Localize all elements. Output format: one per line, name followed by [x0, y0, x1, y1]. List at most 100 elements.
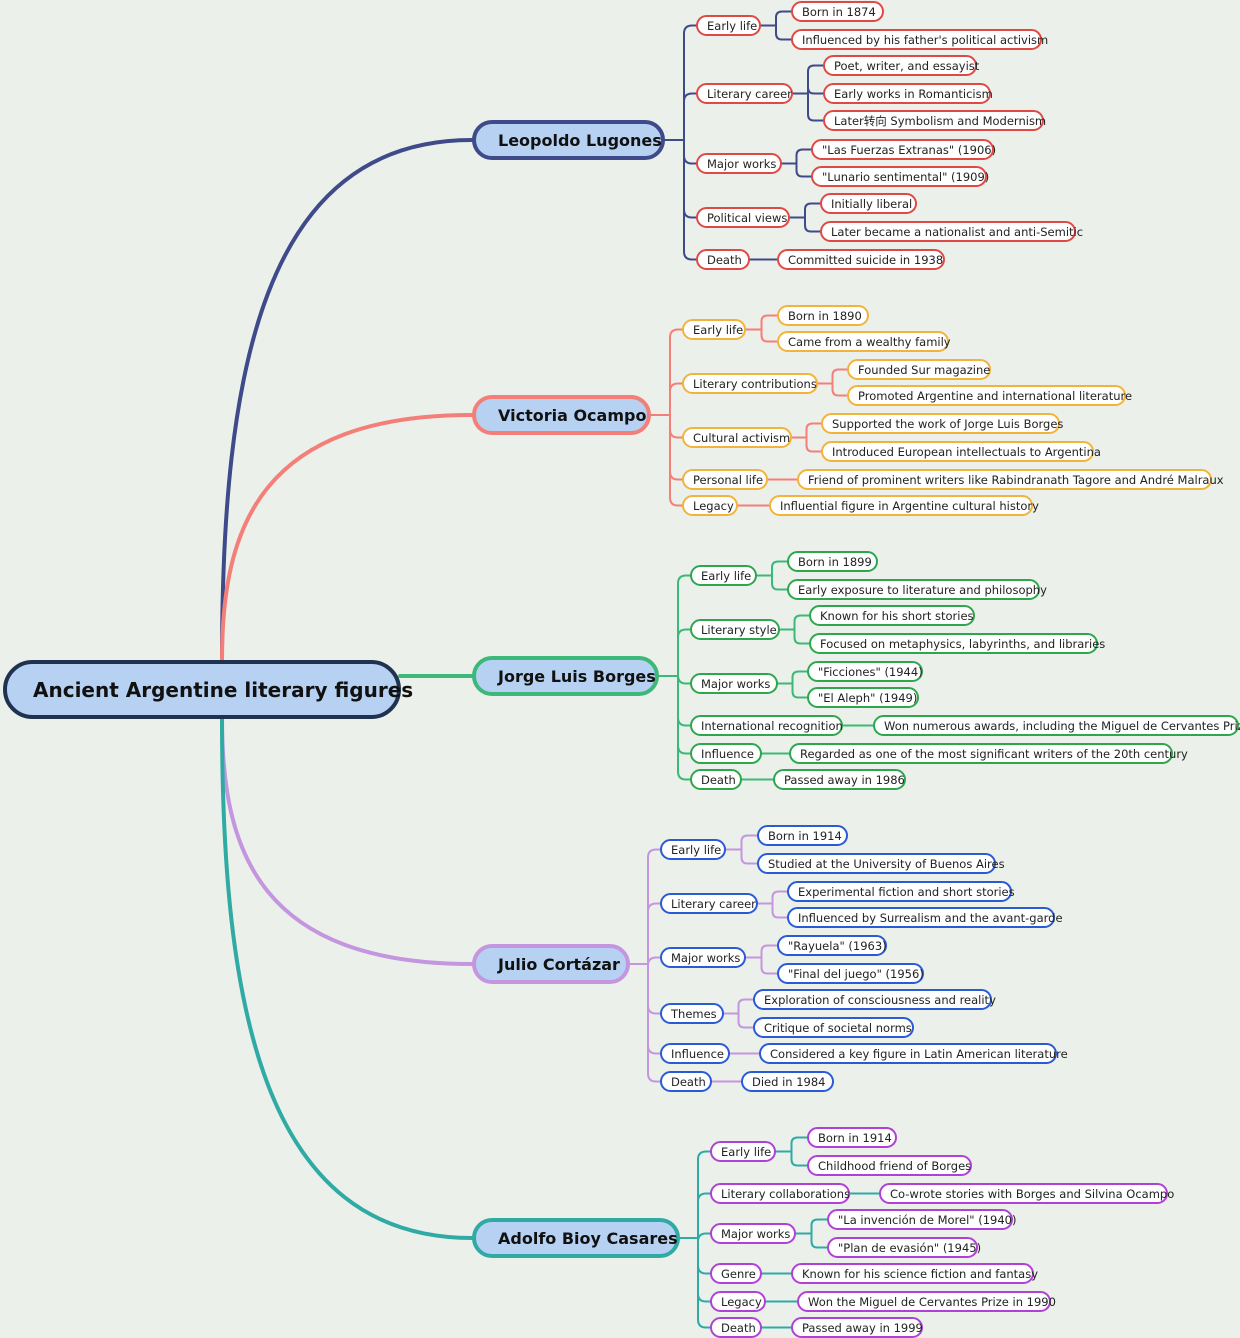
detail-item[interactable]: "La invención de Morel" (1940): [827, 1209, 1016, 1230]
branch-victoria-ocampo[interactable]: Victoria Ocampo: [472, 395, 651, 435]
detail-item[interactable]: Born in 1890: [777, 305, 869, 326]
detail-item[interactable]: Early exposure to literature and philoso…: [787, 579, 1047, 600]
topic-death[interactable]: Death: [710, 1317, 762, 1338]
detail-item[interactable]: Poet, writer, and essayist: [823, 55, 979, 76]
topic-early-life[interactable]: Early life: [660, 839, 726, 860]
detail-item[interactable]: Known for his science fiction and fantas…: [791, 1263, 1038, 1284]
detail-item[interactable]: Born in 1914: [757, 825, 848, 846]
sub-connector: [683, 154, 697, 165]
detail-item[interactable]: Later became a nationalist and anti-Semi…: [820, 221, 1083, 242]
detail-item[interactable]: Born in 1874: [791, 1, 884, 22]
detail-item[interactable]: Founded Sur magazine: [847, 359, 991, 380]
branch-adolfo-bioy-casares[interactable]: Adolfo Bioy Casares: [472, 1218, 680, 1258]
topic-literary-contributions[interactable]: Literary contributions: [682, 373, 818, 394]
topic-early-life[interactable]: Early life: [682, 319, 746, 340]
detail-item[interactable]: Experimental fiction and short stories: [787, 881, 1015, 902]
detail-item[interactable]: Co-wrote stories with Borges and Silvina…: [879, 1183, 1174, 1204]
detail-item[interactable]: Introduced European intellectuals to Arg…: [821, 441, 1101, 462]
topic-literary-style[interactable]: Literary style: [690, 619, 780, 640]
sub-connector: [697, 1318, 711, 1329]
topic-legacy[interactable]: Legacy: [710, 1291, 766, 1312]
topic-death[interactable]: Death: [696, 249, 750, 270]
detail-item[interactable]: Promoted Argentine and international lit…: [847, 385, 1132, 406]
detail-item[interactable]: Critique of societal norms: [753, 1017, 914, 1038]
detail-item[interactable]: Influenced by Surrealism and the avant-g…: [787, 907, 1063, 928]
leaf-connector: [793, 628, 810, 645]
detail-item[interactable]: Focused on metaphysics, labyrinths, and …: [809, 633, 1105, 654]
detail-item[interactable]: Influenced by his father's political act…: [791, 29, 1048, 50]
leaf-connector: [737, 998, 754, 1015]
topic-major-works[interactable]: Major works: [690, 673, 778, 694]
topic-influence[interactable]: Influence: [660, 1043, 730, 1064]
topic-death[interactable]: Death: [660, 1071, 712, 1092]
detail-item[interactable]: Studied at the University of Buenos Aire…: [757, 853, 1005, 874]
root-topic[interactable]: Ancient Argentine literary figures: [3, 660, 413, 719]
topic-major-works[interactable]: Major works: [660, 947, 746, 968]
sub-connector: [647, 848, 661, 859]
detail-item[interactable]: Won the Miguel de Cervantes Prize in 199…: [797, 1291, 1056, 1312]
detail-item[interactable]: "Ficciones" (1944): [807, 661, 923, 682]
topic-literary-career[interactable]: Literary career: [696, 83, 793, 104]
detail-item[interactable]: Regarded as one of the most significant …: [789, 743, 1188, 764]
sub-connector: [683, 24, 697, 35]
detail-item[interactable]: Died in 1984: [741, 1071, 834, 1092]
detail-item[interactable]: Known for his short stories: [809, 605, 975, 626]
sub-connector: [677, 744, 691, 755]
detail-item[interactable]: Considered a key figure in Latin America…: [759, 1043, 1068, 1064]
topic-death[interactable]: Death: [690, 769, 742, 790]
topic-major-works[interactable]: Major works: [710, 1223, 796, 1244]
detail-item[interactable]: Friend of prominent writers like Rabindr…: [797, 469, 1224, 490]
detail-item[interactable]: "El Aleph" (1949): [807, 687, 919, 708]
detail-item[interactable]: Born in 1899: [787, 551, 878, 572]
leaf-connector: [740, 848, 758, 865]
detail-item[interactable]: Passed away in 1986: [773, 769, 906, 790]
topic-early-life[interactable]: Early life: [696, 15, 761, 36]
topic-major-works[interactable]: Major works: [696, 153, 782, 174]
detail-item[interactable]: Passed away in 1999: [791, 1317, 923, 1338]
detail-item[interactable]: Came from a wealthy family: [777, 331, 951, 352]
branch-jorge-luis-borges[interactable]: Jorge Luis Borges: [472, 656, 659, 696]
detail-item[interactable]: "Final del juego" (1956): [777, 963, 924, 984]
leaf-connector: [737, 1012, 754, 1029]
detail-item[interactable]: Supported the work of Jorge Luis Borges: [821, 413, 1063, 434]
topic-influence[interactable]: Influence: [690, 743, 762, 764]
sub-connector: [647, 1072, 661, 1083]
detail-item[interactable]: Initially liberal: [820, 193, 917, 214]
topic-early-life[interactable]: Early life: [710, 1141, 776, 1162]
detail-item[interactable]: Won numerous awards, including the Migue…: [873, 715, 1240, 736]
topic-literary-career[interactable]: Literary career: [660, 893, 758, 914]
detail-item[interactable]: Exploration of consciousness and reality: [753, 989, 996, 1010]
detail-item[interactable]: "Rayuela" (1963): [777, 935, 887, 956]
detail-item[interactable]: Later转向 Symbolism and Modernism: [823, 110, 1046, 131]
sub-connector: [669, 382, 683, 393]
topic-early-life[interactable]: Early life: [690, 565, 757, 586]
sub-connector: [669, 470, 683, 481]
detail-item[interactable]: "Plan de evasión" (1945): [827, 1237, 981, 1258]
sub-connector: [647, 902, 661, 913]
detail-item[interactable]: "Lunario sentimental" (1909): [811, 166, 989, 187]
root-connector-leopoldo-lugones: [220, 138, 474, 662]
leaf-connector: [791, 670, 808, 685]
sub-connector: [647, 1044, 661, 1055]
topic-genre[interactable]: Genre: [710, 1263, 762, 1284]
branch-julio-cort-zar[interactable]: Julio Cortázar: [472, 944, 630, 984]
leaf-connector: [791, 682, 808, 699]
detail-item[interactable]: Influential figure in Argentine cultural…: [769, 495, 1039, 516]
topic-international-recognition[interactable]: International recognition: [690, 715, 843, 736]
detail-item[interactable]: Childhood friend of Borges: [807, 1155, 972, 1176]
topic-political-views[interactable]: Political views: [696, 207, 790, 228]
topic-cultural-activism[interactable]: Cultural activism: [682, 427, 792, 448]
detail-item[interactable]: Early works in Romanticism: [823, 83, 993, 104]
topic-legacy[interactable]: Legacy: [682, 495, 738, 516]
leaf-connector: [804, 216, 821, 233]
detail-item[interactable]: Committed suicide in 1938: [777, 249, 945, 270]
topic-literary-collaborations[interactable]: Literary collaborations: [710, 1183, 850, 1204]
topic-themes[interactable]: Themes: [660, 1003, 724, 1024]
detail-item[interactable]: "Las Fuerzas Extranas" (1906): [811, 139, 996, 160]
branch-leopoldo-lugones[interactable]: Leopoldo Lugones: [472, 120, 665, 160]
detail-item[interactable]: Born in 1914: [807, 1127, 897, 1148]
topic-personal-life[interactable]: Personal life: [682, 469, 768, 490]
sub-connector: [677, 674, 691, 685]
